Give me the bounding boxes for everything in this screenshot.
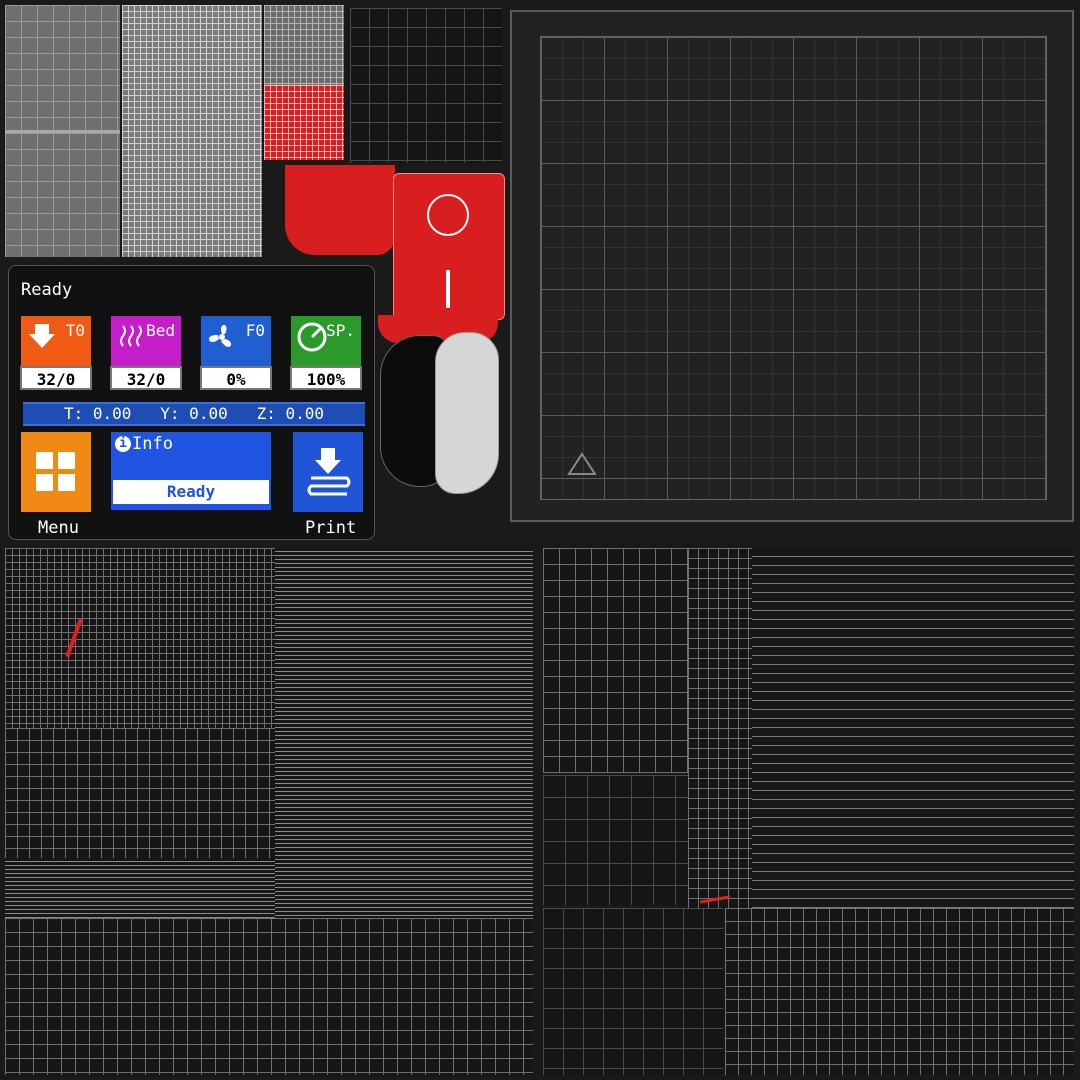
power-switch-off-icon: [427, 194, 469, 236]
uv-region-bottom-mid: [543, 548, 688, 773]
tile-nozzle-label: T0: [65, 321, 85, 340]
print-bed-texture: [510, 10, 1074, 522]
lcd-status-title: Ready: [21, 280, 73, 300]
tile-fan-label: F0: [245, 321, 265, 340]
info-icon: i: [115, 436, 131, 452]
uv-region-white-knob: [435, 332, 499, 494]
tile-nozzle[interactable]: T0: [21, 316, 91, 370]
uv-region-bottom-left-mid: [5, 728, 275, 858]
tile-bed-value: 32/0: [110, 366, 182, 390]
print-extrude-icon: [307, 448, 351, 496]
uv-region-bottom-left-lines-2: [5, 858, 275, 918]
speed-gauge-icon: [297, 322, 327, 352]
menu-button-label: Menu: [38, 518, 79, 538]
tile-speed-value: 100%: [290, 366, 362, 390]
print-bed-grid: [540, 36, 1047, 500]
tile-fan-value: 0%: [200, 366, 272, 390]
uv-region-red-shape: [285, 165, 395, 255]
power-switch-on-icon: [446, 270, 450, 308]
uv-region-light-dense-2: [264, 5, 344, 85]
uv-region-bottom-mid-square: [543, 775, 688, 905]
uv-region-bottom-mid-square-2: [543, 908, 723, 1075]
tile-nozzle-value: 32/0: [20, 366, 92, 390]
menu-grid-icon: [36, 452, 75, 491]
coordinates-bar: T: 0.00 Y: 0.00 Z: 0.00: [23, 402, 365, 426]
uv-region-light-dense: [122, 5, 262, 257]
uv-region-red-dense: [264, 85, 344, 160]
uv-region-bottom-right-strip: [688, 548, 752, 908]
printer-lcd-panel: Ready T0 32/0 Bed 32/0 F0 0% SP. 100%: [8, 265, 375, 540]
print-button[interactable]: [293, 432, 363, 512]
tile-fan[interactable]: F0: [201, 316, 271, 370]
caution-hot-surface-icon: [567, 452, 597, 475]
fan-icon: [208, 325, 232, 347]
tile-bed-label: Bed: [146, 321, 175, 340]
info-status: Ready: [113, 480, 269, 504]
tile-speed-label: SP.: [326, 321, 355, 340]
print-button-label: Print: [305, 518, 357, 538]
uv-divider: [5, 130, 120, 133]
nozzle-arrow-icon: [29, 324, 55, 348]
uv-region-bottom-left-lower: [5, 918, 533, 1075]
uv-region-bottom-left-dense: [5, 548, 275, 728]
uv-region-bottom-right-lower: [725, 908, 1074, 1075]
uv-region-bottom-left-lines: [275, 548, 533, 928]
uv-region-bottom-right-lines: [752, 548, 1074, 908]
tile-speed[interactable]: SP.: [291, 316, 361, 370]
heat-waves-icon: [120, 325, 142, 347]
info-label: Info: [132, 434, 173, 454]
tile-bed[interactable]: Bed: [111, 316, 181, 370]
power-switch: [393, 173, 505, 320]
info-panel[interactable]: i Info Ready: [111, 432, 271, 510]
menu-button[interactable]: [21, 432, 91, 512]
uv-region-dark-square: [350, 8, 502, 163]
